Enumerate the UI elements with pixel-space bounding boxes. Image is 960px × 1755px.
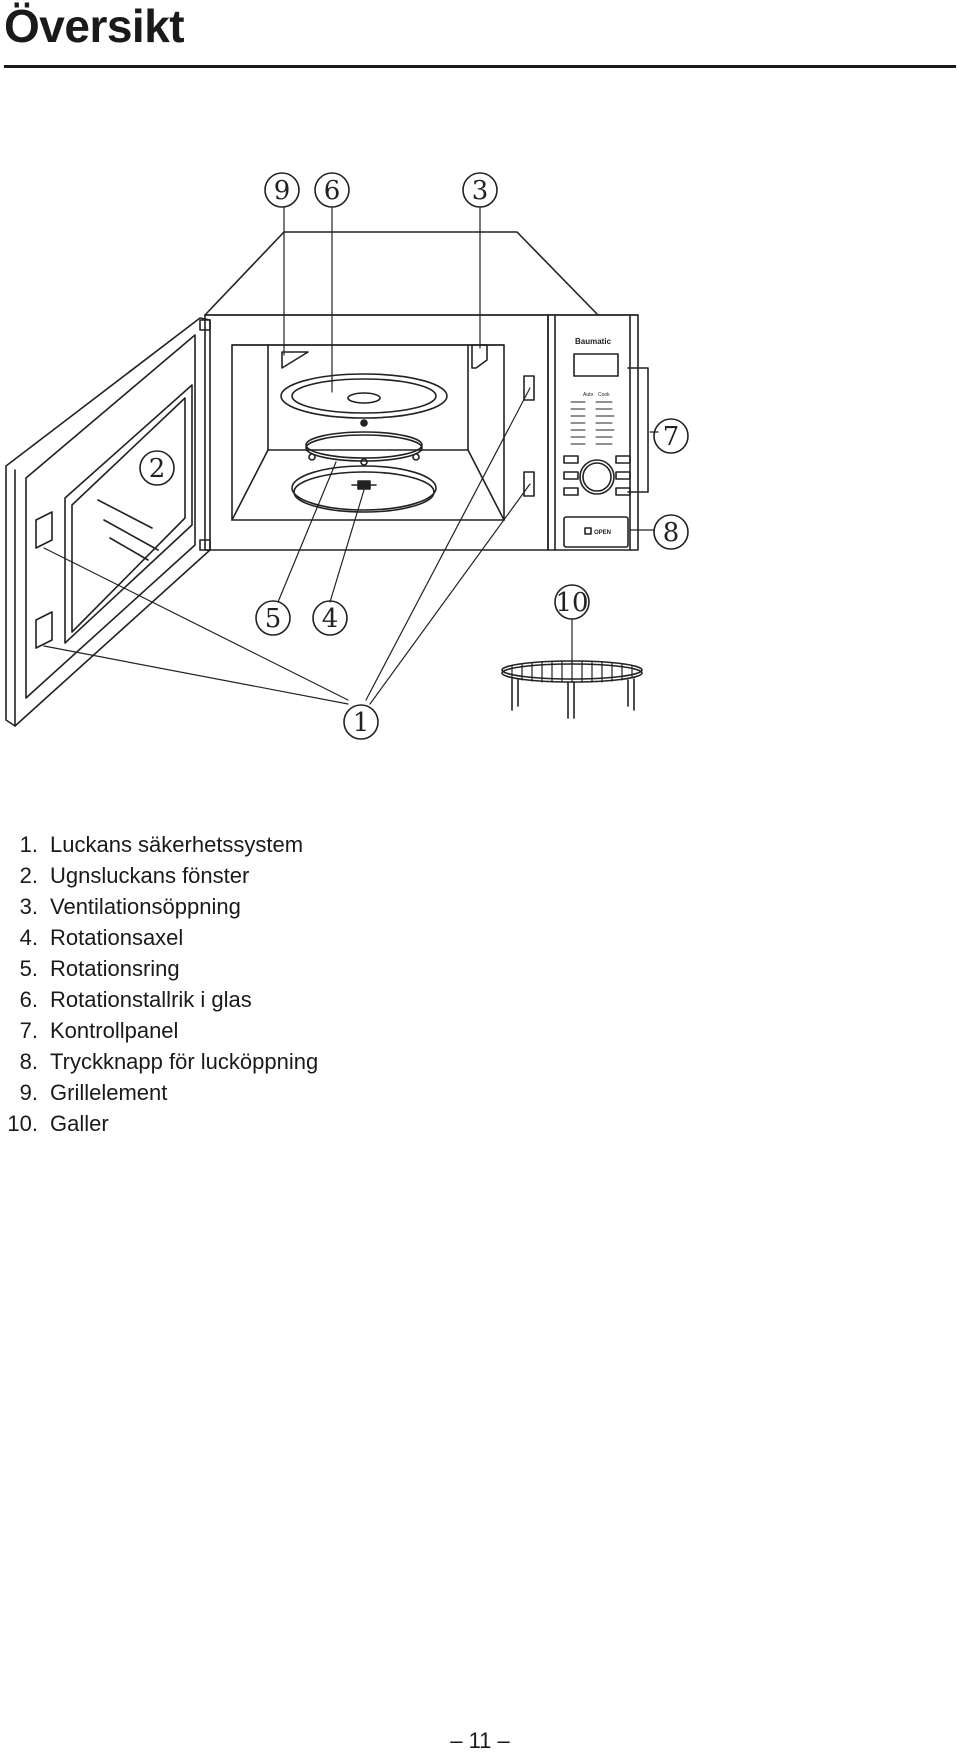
grill-element-shape [281,351,309,369]
title-divider [4,65,956,68]
leader-lines [43,207,659,705]
callout-9: 9 [264,172,300,208]
display-window [573,353,619,377]
svg-text:6: 6 [324,176,341,206]
list-item-number: 9. [19,1080,38,1105]
list-item: 3. Ventilationsöppning [0,891,318,922]
cabinet-latch-bottom [523,471,535,497]
grill-rack [501,660,643,719]
control-panel-bracket [627,367,649,493]
callout-1: 1 [343,704,379,740]
callout-6: 6 [314,172,350,208]
svg-text:8: 8 [663,518,680,548]
svg-text:10: 10 [555,588,588,618]
list-item-number: 7. [19,1018,38,1043]
cabinet-latch-top [523,375,535,401]
oven-cabinet [204,231,639,551]
callout-2: 2 [139,450,175,486]
list-item: 10. Galler [0,1108,318,1139]
list-item: 5. Rotationsring [0,953,318,984]
svg-text:4: 4 [322,604,339,634]
microwave-diagram: Baumatic Auto Cook OPEN [5,172,689,740]
panel-heading-auto: Auto [583,392,594,398]
list-item-number: 4. [19,925,38,950]
list-item-label: Ventilationsöppning [50,894,241,919]
list-item-label: Tryckknapp för lucköppning [50,1049,319,1074]
glass-turntable [280,373,448,427]
list-item-number: 10. [7,1111,38,1136]
list-item-label: Ugnsluckans fönster [50,863,250,888]
oven-cavity [231,344,505,521]
list-item-number: 3. [19,894,38,919]
list-item: 4. Rotationsaxel [0,922,318,953]
list-item-label: Grillelement [50,1080,168,1105]
oven-door [5,317,211,727]
vent-opening-shape [471,344,488,369]
list-item: 1. Luckans säkerhetssystem [0,829,318,860]
list-item: 8. Tryckknapp för lucköppning [0,1046,319,1077]
callout-10: 10 [554,584,590,620]
open-button-label: OPEN [594,530,611,536]
list-item-label: Rotationstallrik i glas [50,987,252,1012]
list-item-number: 6. [19,987,38,1012]
cavity-floor [291,465,437,513]
list-item: 7. Kontrollpanel [0,1015,318,1046]
control-panel: Baumatic Auto Cook OPEN [563,337,631,548]
list-item-number: 5. [19,956,38,981]
svg-text:7: 7 [663,422,680,452]
list-item: 9. Grillelement [0,1077,318,1108]
control-dial-rim [579,459,615,495]
panel-button [563,471,579,480]
panel-heading-cook: Cook [598,392,610,398]
list-item-label: Luckans säkerhetssystem [50,832,304,857]
list-item: 2. Ugnsluckans fönster [0,860,318,891]
list-item-label: Galler [50,1111,109,1136]
callout-3: 3 [462,172,498,208]
parts-list: 1. Luckans säkerhetssystem 2. Ugnsluckans … [0,829,318,1139]
svg-text:3: 3 [472,176,489,206]
list-item-number: 1. [19,832,38,857]
page-title: Översikt [4,0,185,52]
list-item-label: Kontrollpanel [50,1018,179,1043]
callout-5: 5 [255,600,291,636]
list-item: 6. Rotationstallrik i glas [0,984,318,1015]
svg-text:5: 5 [265,604,282,634]
program-list-marks [570,401,615,445]
callout-7: 7 [653,418,689,454]
svg-text:2: 2 [149,454,166,484]
panel-button [563,455,579,464]
page-number: – 11 – [450,1728,510,1753]
control-dial [582,462,612,492]
open-button-icon [584,527,592,535]
list-item-number: 8. [19,1049,38,1074]
brand-label: Baumatic [575,337,612,346]
svg-text:1: 1 [353,708,370,738]
panel-button [615,471,631,480]
list-item-number: 2. [19,863,38,888]
door-open-button [563,516,629,548]
panel-button [563,487,579,496]
svg-text:9: 9 [274,176,291,206]
list-item-label: Rotationsring [50,956,180,981]
rotation-ring [305,431,423,466]
callout-8: 8 [653,514,689,550]
list-item-label: Rotationsaxel [50,925,184,950]
panel-button [615,455,631,464]
callout-4: 4 [312,600,348,636]
